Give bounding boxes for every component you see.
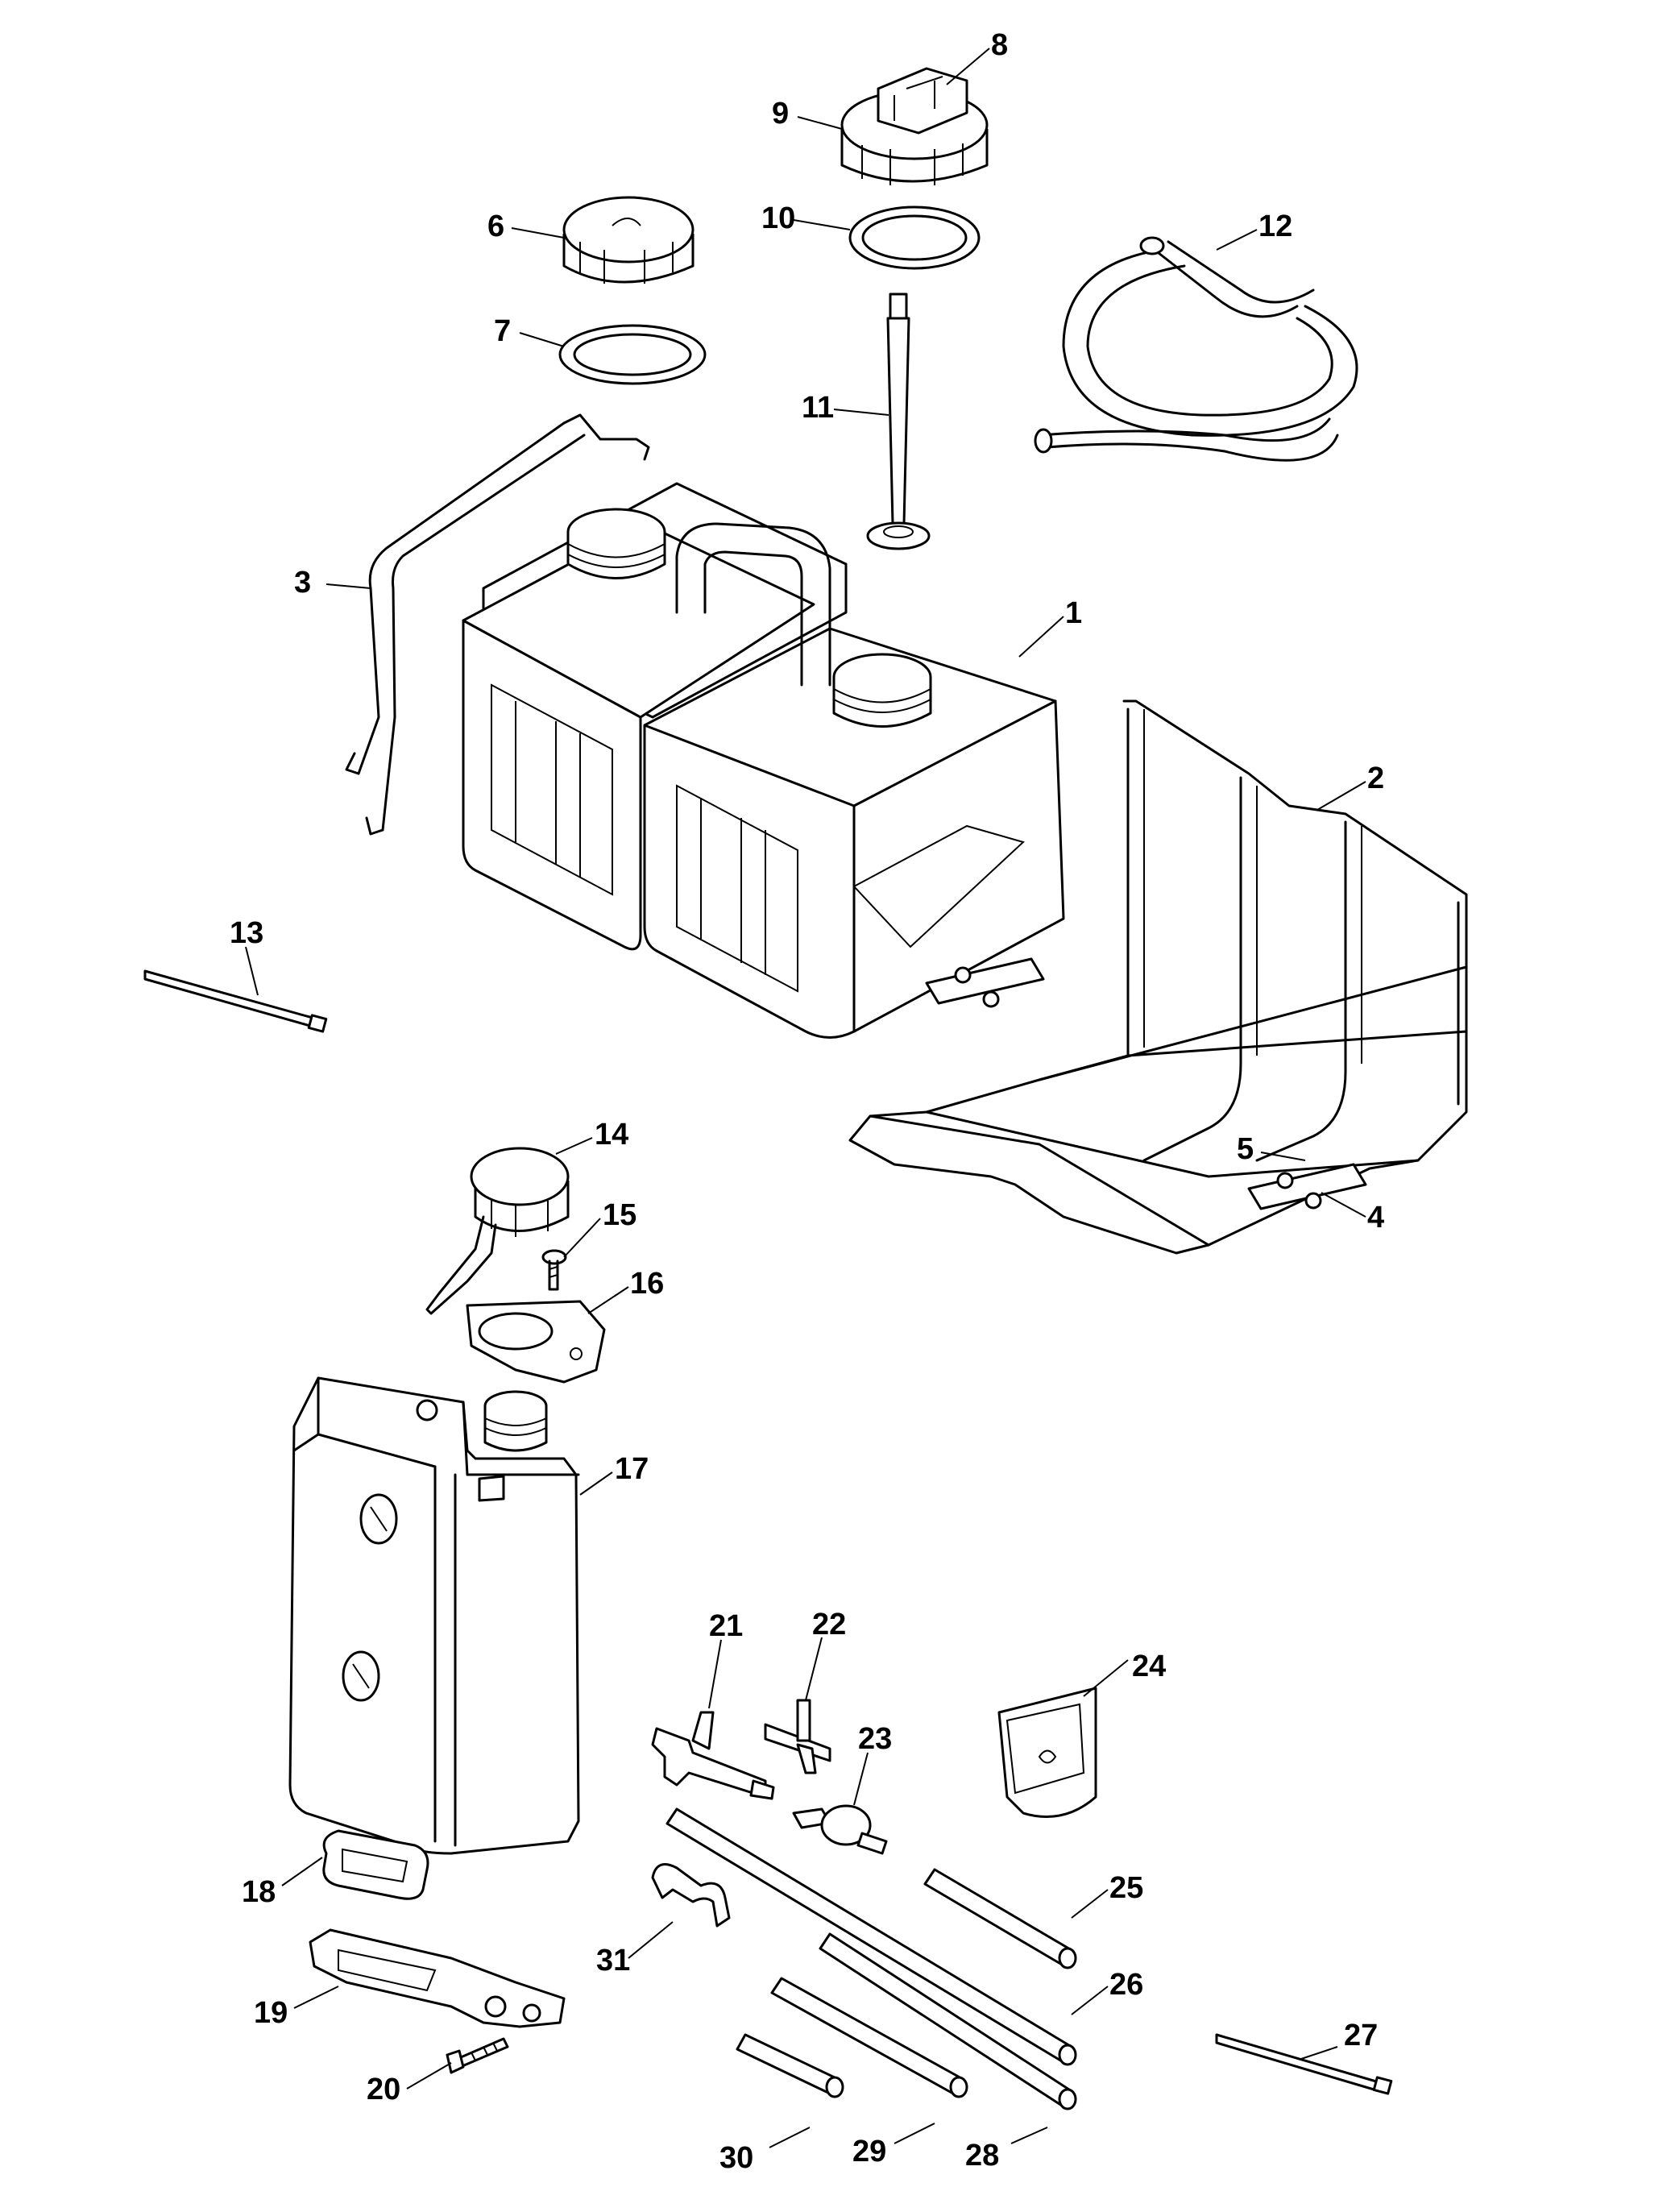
callout-22: 22 [812, 1608, 846, 1641]
part-20-bolt [446, 2037, 509, 2074]
callout-numbers: 1 2 3 4 5 6 7 8 9 10 11 12 13 14 15 16 1… [230, 28, 1384, 2175]
callout-2: 2 [1367, 762, 1384, 795]
part-30-tube [736, 2033, 844, 2098]
part-28-tube [819, 1932, 1077, 2110]
callout-8: 8 [991, 28, 1008, 62]
leader-lines [245, 48, 1366, 2148]
part-31-clamp [651, 1863, 731, 1928]
callout-21: 21 [709, 1609, 743, 1643]
callout-23: 23 [858, 1722, 892, 1756]
part-15-screw [541, 1249, 567, 1291]
part-19-bracket [309, 1928, 566, 2028]
callout-27: 27 [1344, 2019, 1378, 2052]
part-5-screw [954, 966, 1322, 1210]
callout-3: 3 [294, 566, 311, 600]
part-23-check-valve [792, 1804, 888, 1855]
part-26-tube [665, 1807, 1077, 2066]
part-25-tube [923, 1868, 1077, 1969]
part-17-reservoir [288, 1376, 580, 1855]
callout-12: 12 [1258, 210, 1292, 243]
callout-26: 26 [1109, 1968, 1143, 2002]
part-13-cable-tie [143, 969, 328, 1033]
part-1-twin-tank [462, 482, 1065, 1039]
part-18-seal [322, 1829, 429, 1900]
part-24-decal [997, 1687, 1097, 1818]
callout-10: 10 [761, 201, 795, 235]
part-10-gasket [848, 205, 981, 270]
callout-25: 25 [1109, 1871, 1143, 1905]
callout-30: 30 [719, 2141, 753, 2175]
callout-31: 31 [596, 1944, 630, 1978]
callout-29: 29 [852, 2135, 886, 2168]
part-14-fill-cap [425, 1147, 570, 1315]
callout-20: 20 [367, 2073, 400, 2106]
callout-18: 18 [242, 1875, 276, 1909]
callout-9: 9 [772, 97, 789, 131]
callout-13: 13 [230, 916, 263, 950]
part-29-tube [770, 1977, 968, 2098]
part-27-cable-tie [1215, 2033, 1393, 2095]
callout-28: 28 [965, 2139, 999, 2173]
part-12-hose [1034, 236, 1358, 462]
callout-7: 7 [494, 314, 511, 348]
part-11-pickup-tube [866, 293, 931, 550]
part-22-tee-fitting [764, 1699, 831, 1774]
part-8-switch [877, 67, 968, 135]
callout-14: 14 [595, 1118, 628, 1152]
callout-17: 17 [615, 1452, 649, 1486]
callout-24: 24 [1132, 1650, 1166, 1683]
callout-11: 11 [802, 391, 834, 425]
part-6-cap [562, 196, 695, 284]
callout-6: 6 [487, 210, 504, 243]
callout-1: 1 [1065, 596, 1082, 630]
part-16-gasket-plate [466, 1300, 606, 1384]
callout-19: 19 [254, 1996, 288, 2030]
part-21-tee-fitting [651, 1711, 775, 1800]
callout-16: 16 [630, 1267, 664, 1301]
part-7-gasket [558, 324, 707, 385]
callout-4: 4 [1367, 1201, 1384, 1235]
callout-15: 15 [603, 1198, 636, 1232]
part-4-clip [925, 957, 1367, 1210]
callout-5: 5 [1237, 1132, 1254, 1166]
